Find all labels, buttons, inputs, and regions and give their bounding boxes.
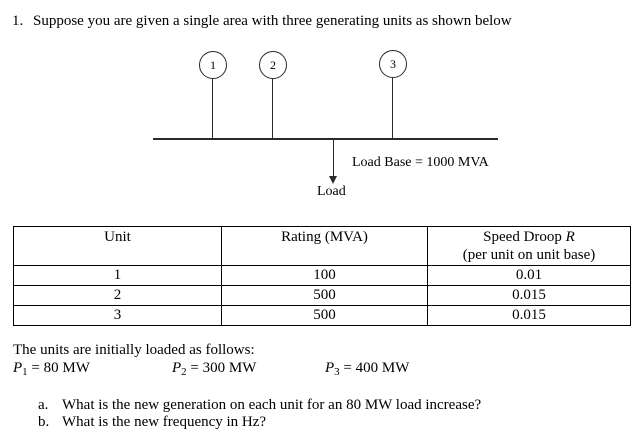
problem-title: 1. Suppose you are given a single area wi…	[12, 13, 512, 30]
header-droop-subtitle: (per unit on unit base)	[462, 247, 596, 263]
question-b-letter: b.	[38, 414, 50, 430]
header-unit: Unit	[13, 226, 222, 266]
header-droop-variable: R	[565, 229, 575, 245]
cell-rating: 100	[221, 265, 428, 286]
unit-spec-table: Unit Rating (MVA) Speed Droop R (per uni…	[13, 226, 631, 326]
cell-unit: 3	[13, 305, 222, 326]
generator-unit-1-circle: 1	[199, 51, 227, 79]
p3-subscript: 3	[334, 366, 340, 378]
initial-loading-intro: The units are initially loaded as follow…	[13, 342, 255, 358]
p2-value: P2 = 300 MW	[172, 360, 257, 378]
p1-value: P1 = 80 MW	[13, 360, 90, 378]
generator-unit-1-label: 1	[210, 57, 216, 72]
generator-unit-3-circle: 3	[379, 50, 407, 78]
cell-droop: 0.015	[427, 285, 631, 306]
p3-variable: P	[325, 360, 335, 376]
load-label: Load	[317, 184, 346, 199]
question-b-text: What is the new frequency in Hz?	[62, 414, 267, 430]
unit-3-connector-line	[392, 78, 393, 139]
table-header-row: Unit Rating (MVA) Speed Droop R (per uni…	[13, 226, 631, 266]
generator-unit-2-label: 2	[270, 57, 276, 72]
table-row: 2 500 0.015	[13, 285, 631, 306]
problem-number: 1.	[12, 13, 24, 29]
question-a-text: What is the new generation on each unit …	[62, 397, 482, 413]
cell-droop: 0.01	[427, 265, 631, 286]
p3-amount: = 400 MW	[339, 360, 410, 376]
header-speed-droop: Speed Droop R (per unit on unit base)	[427, 226, 631, 266]
p3-value: P3 = 400 MW	[325, 360, 410, 378]
header-rating: Rating (MVA)	[221, 226, 428, 266]
unit-2-connector-line	[272, 79, 273, 139]
generator-unit-3-label: 3	[390, 56, 396, 71]
cell-rating: 500	[221, 305, 428, 326]
load-base-label: Load Base = 1000 MVA	[352, 155, 489, 170]
generator-unit-2-circle: 2	[259, 51, 287, 79]
question-b: b. What is the new frequency in Hz?	[38, 414, 266, 431]
cell-unit: 1	[13, 265, 222, 286]
cell-unit: 2	[13, 285, 222, 306]
problem-title-text: Suppose you are given a single area with…	[33, 13, 512, 29]
unit-1-connector-line	[212, 79, 213, 139]
header-droop-main: Speed Droop	[483, 229, 566, 245]
cell-rating: 500	[221, 285, 428, 306]
question-a: a. What is the new generation on each uni…	[38, 397, 481, 414]
p1-amount: = 80 MW	[27, 360, 90, 376]
load-arrow-line	[333, 140, 334, 177]
p1-subscript: 1	[22, 366, 28, 378]
bus-bar-line	[153, 138, 498, 140]
question-a-letter: a.	[38, 397, 49, 413]
cell-droop: 0.015	[427, 305, 631, 326]
p2-amount: = 300 MW	[186, 360, 257, 376]
p2-variable: P	[172, 360, 182, 376]
p1-variable: P	[13, 360, 23, 376]
table-row: 1 100 0.01	[13, 265, 631, 286]
load-arrow-head-icon	[329, 176, 337, 184]
table-row: 3 500 0.015	[13, 305, 631, 326]
p2-subscript: 2	[181, 366, 187, 378]
